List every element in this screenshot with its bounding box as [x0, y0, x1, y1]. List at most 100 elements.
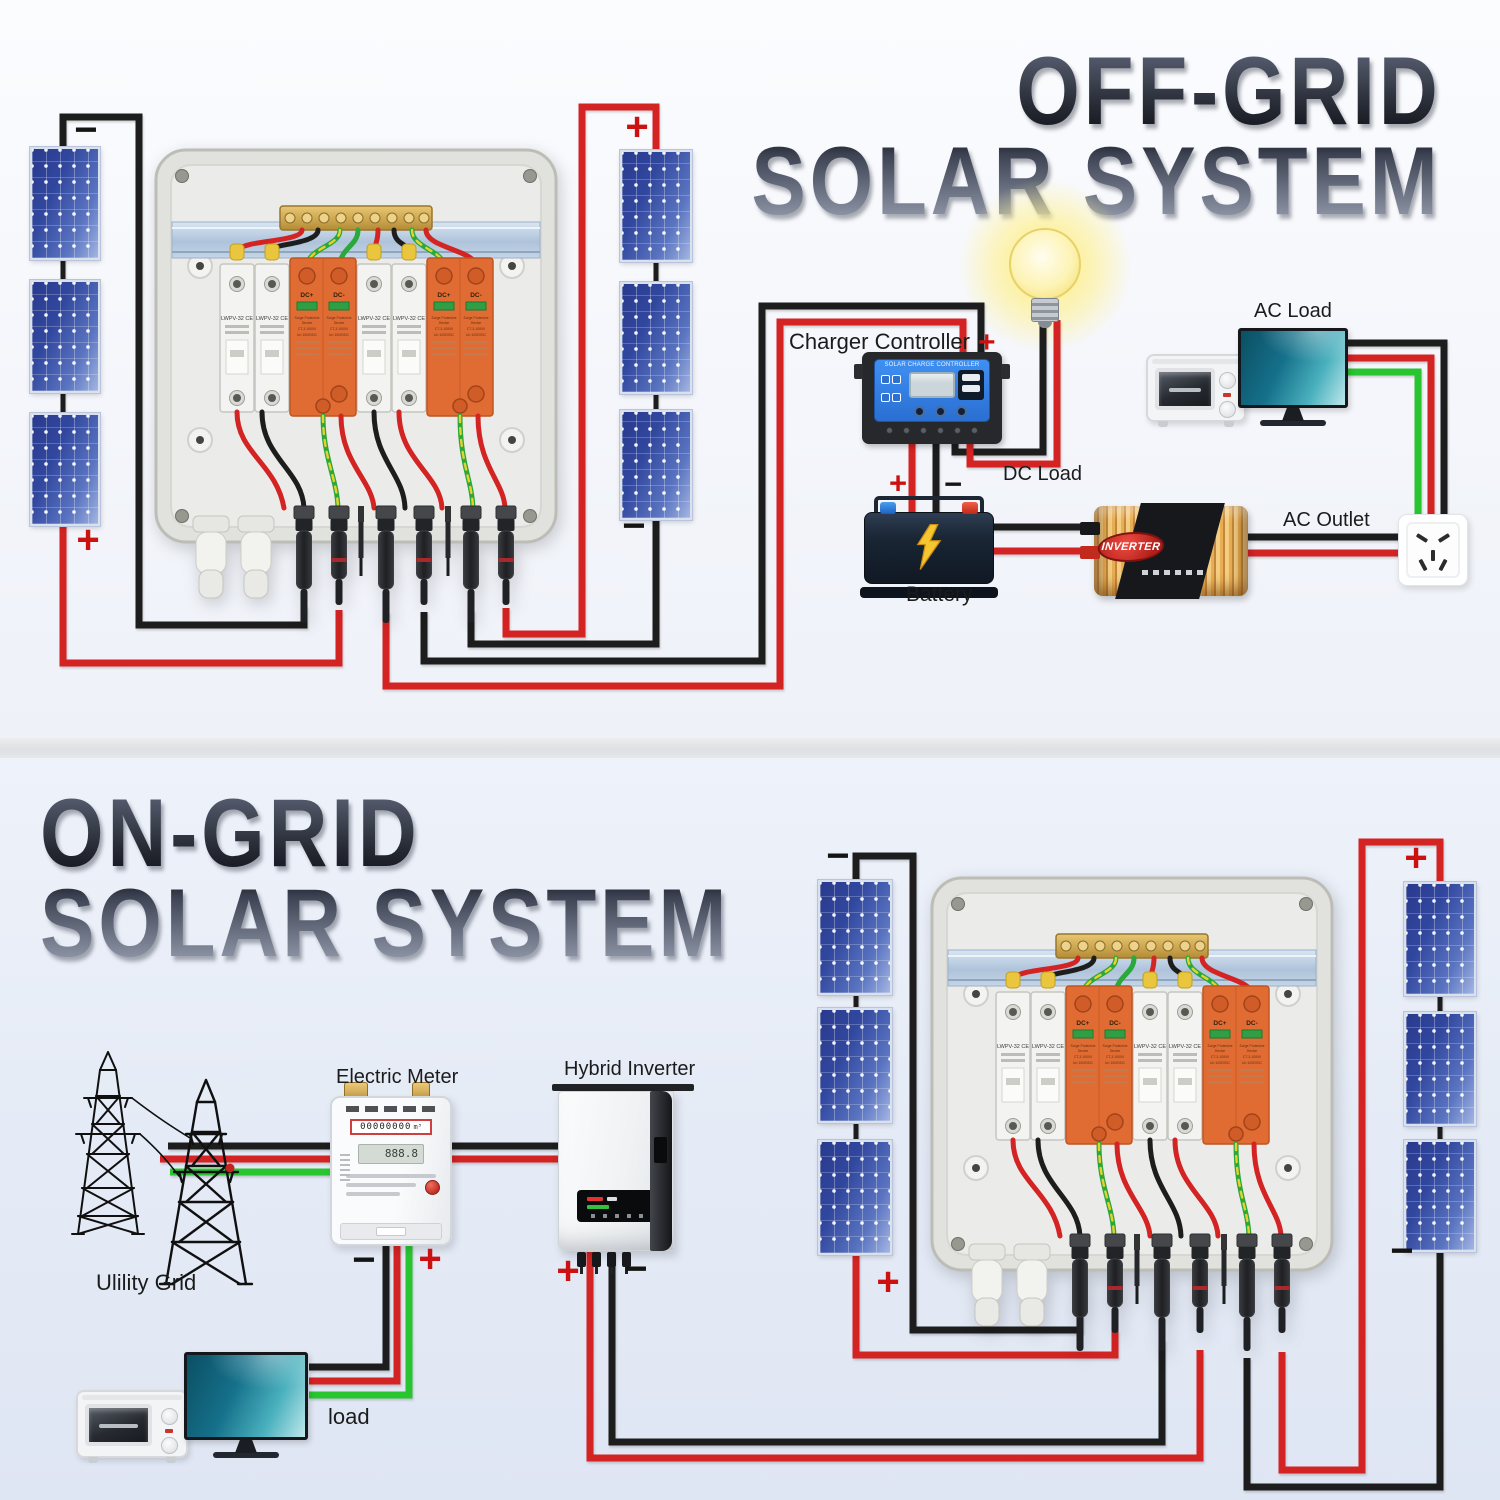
wire-pv2-right-negative	[1243, 1252, 1444, 1491]
plus-marker: +	[625, 105, 649, 149]
hybrid-inverter	[552, 1082, 698, 1274]
wire-meter-load-red	[309, 1244, 401, 1385]
utility-grid-towers	[71, 1051, 254, 1286]
socket-faceplate	[1406, 522, 1460, 578]
solar-panel	[620, 150, 692, 262]
minus-marker: −	[826, 834, 850, 878]
wire-outlet-acload-black	[1346, 339, 1448, 516]
wire-meter-load-green	[309, 1244, 413, 1399]
toaster-oven	[1146, 354, 1246, 422]
charge-controller: SOLAR CHARGE CONTROLLER	[854, 352, 1010, 444]
solar-panel	[818, 880, 892, 995]
minus-marker: −	[624, 1247, 648, 1291]
plus-marker: +	[76, 518, 100, 562]
bulb-tip	[1038, 321, 1052, 328]
meter-barcode	[340, 1154, 350, 1184]
combiner-box	[930, 876, 1334, 1376]
solar-panel	[818, 1008, 892, 1123]
hybrid-inverter-display	[577, 1190, 659, 1222]
monitor	[1238, 328, 1348, 426]
toaster-oven	[76, 1390, 188, 1458]
battery	[860, 494, 998, 598]
minus-marker: −	[74, 108, 98, 152]
controller-face: SOLAR CHARGE CONTROLLER	[874, 359, 990, 422]
bulb-base	[1031, 298, 1059, 322]
wall-socket	[1398, 514, 1468, 586]
wire-tap-dot	[225, 1163, 235, 1173]
wire-pv2-right-positive	[1278, 838, 1444, 1474]
wire-outlet-acload-red	[1346, 354, 1435, 516]
wire-hybrid-box-positive	[586, 1252, 1204, 1462]
wire-pv-right-negative	[467, 518, 660, 648]
solar-panel	[30, 413, 100, 526]
battery-base	[860, 587, 998, 598]
electric-meter-label: Electric Meter	[336, 1066, 459, 1088]
battery-handle	[874, 496, 984, 512]
inverter-terminal-negative	[1080, 522, 1100, 535]
ac-outlet-label: AC Outlet	[1283, 509, 1370, 531]
solar-panel	[1404, 1140, 1476, 1252]
battery-body	[864, 512, 994, 584]
minus-marker: −	[1390, 1229, 1414, 1273]
section-divider	[0, 738, 1500, 758]
load-label: load	[328, 1404, 370, 1429]
controller-lcd	[909, 372, 955, 398]
wire-dc-load-positive	[966, 320, 1061, 468]
lightning-icon	[916, 524, 942, 570]
inverter-terminal-positive	[1080, 546, 1100, 559]
solar-panel	[30, 147, 100, 260]
solar-panel	[620, 282, 692, 394]
plus-marker: +	[977, 326, 996, 359]
wire-outlet-acload-green	[1346, 368, 1422, 516]
mounting-bracket	[552, 1084, 694, 1091]
wire-pv2-left-positive	[852, 1254, 1119, 1359]
dc-load-label: DC Load	[1003, 463, 1082, 485]
plus-marker: +	[418, 1237, 442, 1281]
meter-text-rows	[346, 1174, 436, 1196]
plus-marker: +	[1404, 836, 1428, 880]
hybrid-inverter-side-handle	[650, 1091, 672, 1251]
charger-controller-label: Charger Controller+	[789, 326, 996, 359]
controller-terminals	[878, 424, 986, 442]
pv-input-connectors	[574, 1252, 634, 1274]
solar-panel	[818, 1140, 892, 1255]
wire-box-to-controller-positive	[382, 318, 967, 690]
combiner-box	[154, 148, 558, 648]
catenary-wires	[131, 1097, 191, 1177]
minus-marker: −	[622, 504, 646, 548]
battery-terminal-positive	[880, 502, 896, 514]
wire-dc-load-negative	[951, 316, 1047, 456]
wire-pv-left-positive	[59, 510, 343, 667]
minus-marker: −	[352, 1238, 376, 1282]
usb-ports	[958, 370, 984, 400]
battery-terminal-negative	[962, 502, 978, 514]
ac-load-label: AC Load	[1254, 300, 1332, 322]
transmission-tower	[71, 1051, 145, 1235]
wire-pv-right-positive	[502, 103, 660, 638]
meter-red-button	[425, 1180, 440, 1195]
light-bulb	[1009, 228, 1081, 300]
plus-marker: +	[876, 1260, 900, 1304]
inverter-indicator-row	[1142, 570, 1206, 575]
meter-logo-row	[346, 1106, 436, 1112]
meter-lcd: 888.8	[358, 1144, 424, 1164]
controller-buttons	[909, 404, 972, 422]
controller-mode-icons	[880, 372, 906, 408]
solar-panel	[30, 280, 100, 393]
plus-marker: +	[556, 1249, 580, 1293]
wire-box-to-controller-negative	[420, 302, 985, 665]
controller-title: SOLAR CHARGE CONTROLLER	[884, 362, 980, 368]
wire-meter-load-black	[309, 1244, 390, 1371]
battery-label: Battery	[906, 583, 973, 606]
solar-panel	[620, 410, 692, 520]
meter-base	[340, 1223, 442, 1240]
hybrid-inverter-label: Hybrid Inverter	[564, 1058, 696, 1080]
utility-grid-label: Ulility Grid	[96, 1270, 197, 1295]
plus-marker: +	[888, 465, 908, 501]
solar-panel	[1404, 882, 1476, 996]
